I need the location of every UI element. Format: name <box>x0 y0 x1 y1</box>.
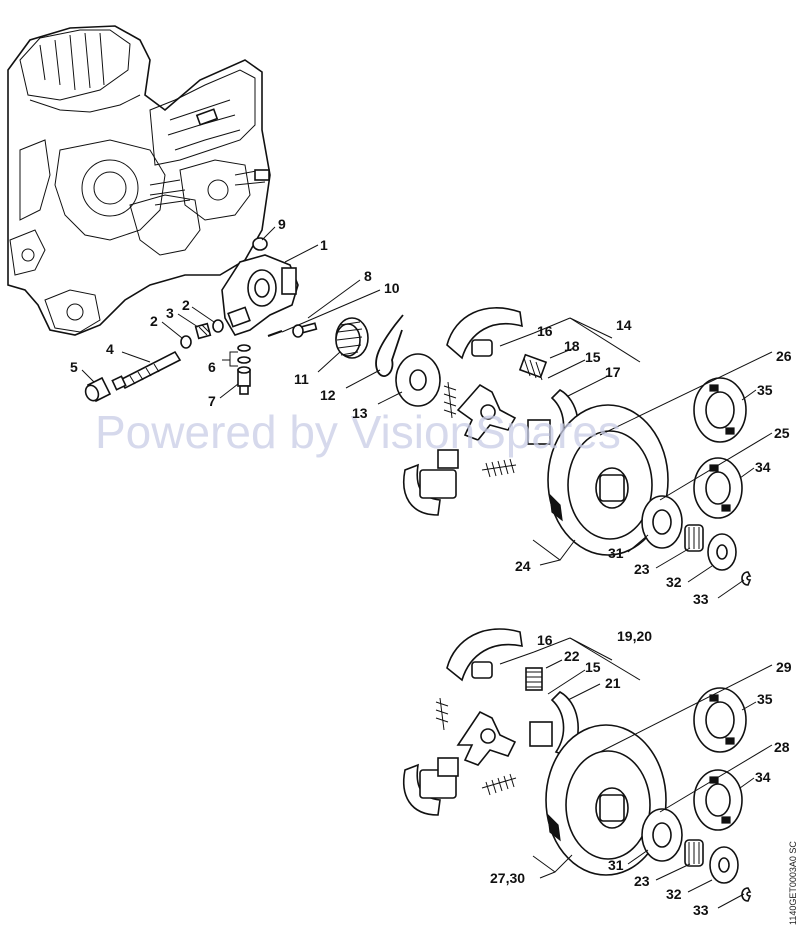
rim-sprocket-34-lower <box>693 769 743 831</box>
label-7: 7 <box>208 393 216 409</box>
cap-9 <box>252 237 268 251</box>
label-15b: 15 <box>585 659 601 675</box>
ring-2b <box>212 319 224 333</box>
label-22: 22 <box>564 648 580 664</box>
label-3: 3 <box>166 305 174 321</box>
label-1: 1 <box>320 237 328 253</box>
label-35a: 35 <box>757 382 773 398</box>
o-ring-6b <box>237 356 251 364</box>
label-34a: 34 <box>755 459 771 475</box>
needle-cage-23-lower <box>684 839 704 867</box>
part-labels: 1 2 2 3 4 5 6 7 8 9 10 11 12 13 14 15 16… <box>70 216 792 918</box>
label-31b: 31 <box>608 857 624 873</box>
bushing-5 <box>84 376 112 403</box>
label-23a: 23 <box>634 561 650 577</box>
label-23b: 23 <box>634 873 650 889</box>
label-14: 14 <box>616 317 632 333</box>
valve-7 <box>237 366 251 395</box>
label-12: 12 <box>320 387 336 403</box>
clutch-upper <box>403 307 579 516</box>
label-5: 5 <box>70 359 78 375</box>
oil-pump-assembly <box>84 237 441 407</box>
needle-cage-23 <box>684 524 704 552</box>
label-24: 24 <box>515 558 531 574</box>
spring-22 <box>525 667 543 691</box>
pin-10 <box>267 330 283 337</box>
spring-18 <box>518 353 548 381</box>
watermark: Powered by VisionSpares <box>95 406 621 458</box>
label-2b: 2 <box>182 297 190 313</box>
worm-gear-11 <box>335 317 369 359</box>
o-ring-6a <box>237 344 251 352</box>
label-32b: 32 <box>666 886 682 902</box>
screw-8 <box>292 322 318 338</box>
rim-sprocket-35-lower <box>693 687 747 753</box>
label-17: 17 <box>605 364 621 380</box>
clutch-lower <box>403 628 579 816</box>
label-21: 21 <box>605 675 621 691</box>
ring-2a <box>180 335 192 349</box>
clutch-drum-lower <box>545 687 752 902</box>
label-9: 9 <box>278 216 286 232</box>
shaft-4 <box>111 350 182 391</box>
label-4: 4 <box>106 341 114 357</box>
label-15: 15 <box>585 349 601 365</box>
label-16: 16 <box>537 323 553 339</box>
spring-lower <box>481 458 517 478</box>
label-35b: 35 <box>757 691 773 707</box>
clutch-drum-upper <box>547 377 752 586</box>
leader-lines <box>81 226 773 909</box>
spring-wire-12 <box>375 314 404 377</box>
label-2a: 2 <box>150 313 158 329</box>
label-18: 18 <box>564 338 580 354</box>
spring-lower-2 <box>481 773 517 796</box>
label-29: 29 <box>776 659 792 675</box>
label-31a: 31 <box>608 545 624 561</box>
label-27-30: 27,30 <box>490 870 525 886</box>
label-8: 8 <box>364 268 372 284</box>
engine-housing <box>7 25 271 336</box>
spring-3 <box>194 322 212 340</box>
label-28: 28 <box>774 739 790 755</box>
label-13: 13 <box>352 405 368 421</box>
label-33b: 33 <box>693 902 709 918</box>
label-32a: 32 <box>666 574 682 590</box>
sprocket-31-lower <box>641 808 683 862</box>
drawing-code: 1140GET0003A0 SC <box>788 841 798 925</box>
rim-sprocket-35 <box>693 377 747 443</box>
label-11: 11 <box>294 371 309 387</box>
label-26: 26 <box>776 348 792 364</box>
label-33a: 33 <box>693 591 709 607</box>
label-19-20: 19,20 <box>617 628 652 644</box>
label-25: 25 <box>774 425 790 441</box>
label-6: 6 <box>208 359 216 375</box>
rim-sprocket-34 <box>693 457 743 519</box>
label-16b: 16 <box>537 632 553 648</box>
label-34b: 34 <box>755 769 771 785</box>
sprocket-31 <box>641 495 683 549</box>
label-10: 10 <box>384 280 400 296</box>
washer-13 <box>395 353 441 407</box>
